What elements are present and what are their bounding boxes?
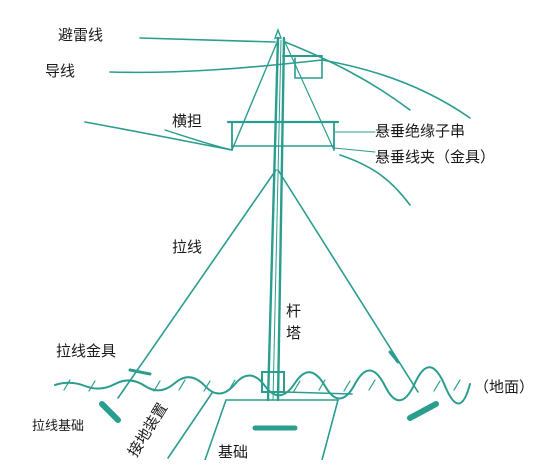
- label-guy-foundation: 拉线基础: [32, 419, 84, 434]
- label-guy-fitting: 拉线金具: [56, 342, 116, 360]
- brace-right-upper: [283, 39, 335, 151]
- label-tower-char2: 塔: [286, 324, 301, 342]
- tower-pole-center: [272, 39, 282, 401]
- conductor-left-2: [84, 121, 233, 151]
- conductor-right-1: [321, 59, 471, 119]
- label-tower-char1: 杆: [286, 302, 301, 320]
- lightning-wire-right: [284, 41, 411, 111]
- conductor-left-3: [164, 129, 233, 151]
- conductor-right-2: [339, 154, 411, 206]
- upper-insulator-box: [294, 57, 323, 79]
- label-foundation: 基础: [218, 443, 248, 460]
- foundation-outline: [204, 399, 339, 461]
- label-lightning-wire: 避雷线: [58, 26, 103, 44]
- guy-anchor-right: [407, 401, 439, 421]
- guy-wire-left: [117, 169, 277, 399]
- ground-hatch: [63, 379, 461, 392]
- label-crossarm: 横担: [172, 112, 202, 130]
- tower-pole-left: [266, 36, 280, 402]
- guy-fitting-right: [388, 350, 400, 364]
- label-suspension-clamp: 悬垂线夹（金具）: [375, 148, 495, 166]
- lightning-wire-left: [139, 37, 276, 43]
- ground-line: [54, 366, 471, 405]
- tower-base-clamp: [261, 371, 285, 393]
- conductor-left-1: [109, 59, 323, 74]
- brace-left-upper: [231, 39, 279, 151]
- label-conductor: 导线: [45, 62, 75, 80]
- grounding-device-line: [167, 392, 213, 459]
- guy-anchor-left: [99, 401, 121, 423]
- tower-top-spike: [273, 28, 283, 39]
- guy-fitting-left: [128, 368, 152, 376]
- guy-wire-right: [277, 169, 419, 393]
- leader-clamp: [333, 147, 376, 153]
- label-guy-wire: 拉线: [172, 238, 202, 256]
- label-insulator-string: 悬垂绝缘子串: [375, 122, 465, 140]
- tower-pole-right: [276, 36, 286, 402]
- label-grounding-device: 接地装置: [124, 400, 171, 460]
- ground-foundation-link: [284, 391, 353, 395]
- label-ground: （地面）: [474, 378, 534, 396]
